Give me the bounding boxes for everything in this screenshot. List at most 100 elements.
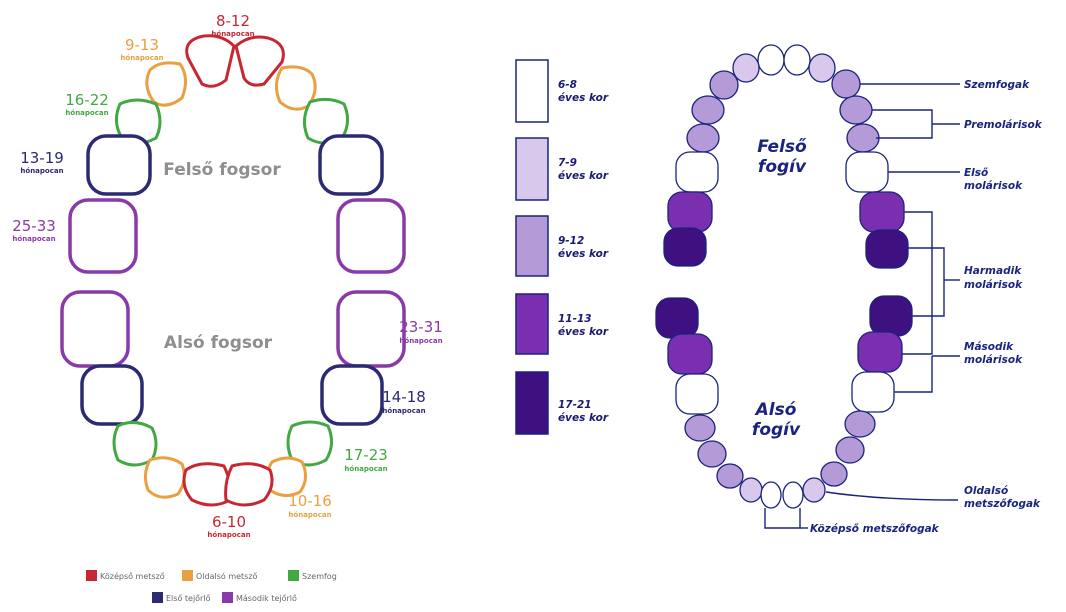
svg-text:16-22: 16-22: [65, 91, 109, 109]
key-label-2b: éves kor: [558, 170, 609, 182]
callout-second-molars-2: molárisok: [964, 354, 1023, 366]
tooth-upper-lateral-left: [147, 63, 186, 105]
upper-jaw-title-line2: fogív: [758, 157, 807, 177]
perm-lower-third-molar-left: [656, 298, 698, 338]
key-label-3a: 9-12: [558, 235, 584, 247]
tooth-upper-first-molar-left: [88, 136, 150, 194]
perm-lower-second-molar-right: [858, 332, 902, 372]
lower-arch-title: Alsó fogsor: [164, 333, 273, 353]
key-swatch-3: [516, 216, 548, 276]
perm-upper-premolar2-right: [847, 124, 879, 152]
perm-lower-premolar1-right: [836, 437, 864, 463]
perm-lower-lateral-left: [740, 478, 762, 502]
tooth-lower-central-left: [184, 464, 230, 505]
legend-label-canine: Szemfog: [302, 572, 337, 581]
callout-lateral-incisors-2: metszőfogak: [964, 498, 1041, 510]
key-swatch-1: [516, 60, 548, 122]
svg-text:hónapocan: hónapocan: [12, 235, 55, 243]
key-label-5b: éves kor: [558, 412, 609, 424]
legend-label-lateral: Oldalsó metsző: [196, 571, 258, 581]
key-label-1a: 6-8: [558, 79, 577, 91]
label-lower-canine: 17-23 hónapocan: [344, 446, 388, 473]
svg-text:25-33: 25-33: [12, 217, 56, 235]
perm-lower-lateral-right: [803, 478, 825, 502]
svg-text:hónapocan: hónapocan: [382, 407, 425, 415]
legend-swatch-canine: [288, 570, 299, 581]
perm-lower-central-left: [761, 482, 781, 508]
perm-upper-canine-left: [710, 71, 738, 99]
perm-lower-central-right: [783, 482, 803, 508]
callout-premolars: Premolárisok: [964, 119, 1043, 131]
perm-lower-premolar1-left: [698, 441, 726, 467]
perm-upper-central-left: [758, 45, 784, 75]
permanent-age-key: 6-8 éves kor 7-9 éves kor 9-12 éves kor …: [516, 60, 609, 434]
svg-text:hónapocan: hónapocan: [20, 167, 63, 175]
perm-lower-premolar2-right: [845, 411, 875, 437]
tooth-upper-second-molar-right: [338, 200, 404, 272]
perm-upper-central-right: [784, 45, 810, 75]
legend-swatch-first: [152, 592, 163, 603]
svg-text:hónapocan: hónapocan: [211, 30, 254, 38]
svg-text:hónapocan: hónapocan: [344, 465, 387, 473]
svg-text:17-23: 17-23: [344, 446, 388, 464]
tooth-lower-first-molar-left: [82, 366, 142, 424]
label-upper-second-molar: 25-33 hónapocan: [12, 217, 56, 243]
callout-third-molars-2: molárisok: [964, 279, 1023, 291]
key-label-2a: 7-9: [558, 157, 577, 169]
tooth-lower-first-molar-right: [322, 366, 382, 424]
lower-jaw-title-line1: Alsó: [754, 400, 797, 420]
perm-upper-third-molar-left: [664, 228, 706, 266]
label-lower-second-molar: 23-31 hónapocan: [399, 318, 443, 345]
legend-swatch-second: [222, 592, 233, 603]
upper-arch-title: Felső fogsor: [163, 160, 281, 180]
svg-text:hónapocan: hónapocan: [207, 531, 250, 539]
upper-jaw-title-line1: Felső: [757, 137, 807, 157]
label-lower-first-molar: 14-18 hónapocan: [382, 388, 426, 415]
svg-text:hónapocan: hónapocan: [399, 337, 442, 345]
perm-lower-third-molar-right: [870, 296, 912, 336]
svg-text:23-31: 23-31: [399, 318, 443, 336]
callout-first-molars-1: Első: [964, 167, 988, 179]
key-swatch-2: [516, 138, 548, 200]
callout-central-incisors: Középső metszőfogak: [810, 523, 940, 535]
perm-lower-canine-right: [821, 462, 847, 486]
perm-upper-first-molar-left: [676, 152, 718, 192]
legend-label-central: Középső metsző: [100, 571, 165, 581]
legend-swatch-lateral: [182, 570, 193, 581]
callout-third-molars-1: Harmadik: [964, 265, 1022, 277]
label-upper-central: 8-12 hónapocan: [211, 12, 254, 38]
key-swatch-4: [516, 294, 548, 354]
label-lower-central: 6-10 hónapocan: [207, 513, 250, 539]
svg-text:hónapocan: hónapocan: [120, 54, 163, 62]
tooth-lower-central-right: [226, 464, 272, 505]
key-label-4b: éves kor: [558, 326, 609, 338]
tooth-upper-second-molar-left: [70, 200, 136, 272]
label-upper-lateral: 9-13 hónapocan: [120, 36, 163, 62]
svg-text:6-10: 6-10: [212, 513, 246, 531]
perm-lower-second-molar-left: [668, 334, 712, 374]
tooth-lower-lateral-left: [145, 458, 184, 497]
key-label-1b: éves kor: [558, 92, 609, 104]
tooth-lower-second-molar-right: [338, 292, 404, 366]
perm-upper-premolar1-right: [840, 96, 872, 124]
legend-swatch-central: [86, 570, 97, 581]
svg-text:10-16: 10-16: [288, 492, 332, 510]
callout-second-molars-1: Második: [964, 341, 1014, 353]
callout-first-molars-2: molárisok: [964, 180, 1023, 192]
label-upper-canine: 16-22 hónapocan: [65, 91, 109, 117]
legend-label-second: Második tejőrlő: [236, 594, 297, 603]
perm-lower-first-molar-left: [676, 374, 718, 414]
legend-label-first: Első tejőrlő: [166, 594, 211, 603]
lower-jaw-title-line2: fogív: [752, 420, 801, 440]
perm-upper-lateral-right: [809, 54, 835, 82]
svg-text:13-19: 13-19: [20, 149, 64, 167]
svg-text:8-12: 8-12: [216, 12, 250, 30]
label-lower-lateral: 10-16 hónapocan: [288, 492, 332, 519]
callout-lateral-incisors-1: Oldalsó: [964, 485, 1008, 497]
lower-primary-arch: [62, 292, 404, 505]
key-label-4a: 11-13: [558, 313, 592, 325]
perm-upper-canine-right: [832, 70, 860, 98]
primary-teeth-chart: Felső fogsor Alsó fogsor 8-12 hónapocan …: [12, 12, 443, 603]
tooth-upper-first-molar-right: [320, 136, 382, 194]
